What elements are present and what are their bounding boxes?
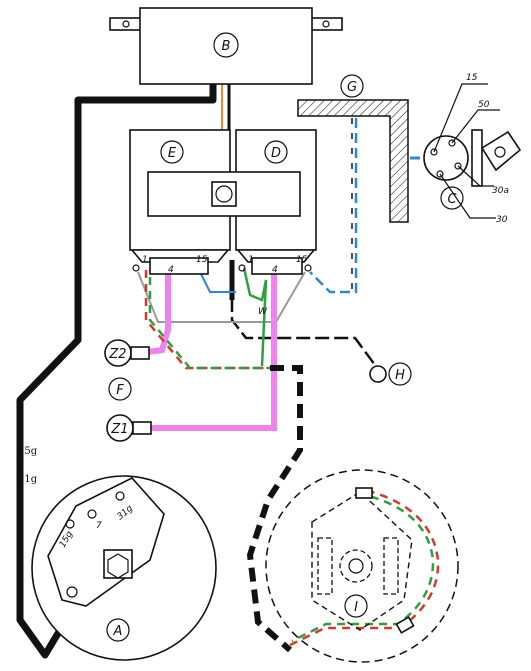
side-legend: 15g 7 31g [18,446,38,485]
e-terminal-1: 1 [142,255,148,265]
coil-bracket [147,171,301,217]
switch-terminal-30: 30 [496,215,508,225]
label-f: F [116,383,124,398]
green-wire-d [242,267,268,367]
label-g: G [347,80,357,95]
black-main-cable [16,84,217,659]
label-d: D [271,146,281,161]
a-terminal-7: 7 [96,521,102,531]
green-red-arc-i-b [291,495,435,643]
wires [16,84,440,659]
label-h: H [395,368,405,383]
component-h: H [369,362,412,386]
e-terminal-4: 4 [168,265,174,275]
component-g: G [297,74,409,223]
blue-wire-e-15 [199,271,236,293]
label-c: C [447,192,457,207]
d-terminal-15: 15 [296,255,308,265]
legend-15g: 15g [18,446,38,457]
label-e: E [168,146,177,161]
label-z1: Z1 [110,422,128,437]
green-red-wire-e [144,270,270,370]
pink-wire-z2 [147,272,171,355]
green-red-arc-i [289,490,440,647]
component-a: 15g 7 31g A [31,475,217,661]
black-dashed-cable-i [246,365,303,653]
switch-terminal-50: 50 [478,100,490,110]
d-terminal-4: 4 [272,265,278,275]
d-terminal-1: 1 [248,255,254,265]
wire-tag: W [258,307,268,317]
label-i: I [354,600,358,615]
switch-terminal-30a: 30a [492,186,509,196]
connector-z1: Z1 [106,414,152,442]
legend-31g: 31g [18,474,38,485]
connector-z2: Z2 [104,339,150,367]
blue-dashed-wire [309,118,358,294]
grey-wire-e-d [137,271,306,323]
component-b: B [109,7,343,85]
label-f-group: F [108,377,132,401]
switch-terminal-15: 15 [466,73,478,83]
component-i: I [265,469,459,663]
e-terminal-15: 15 [196,255,208,265]
label-z2: Z2 [108,347,126,362]
component-c: C 15 50 30a 30 [423,73,522,225]
green-red-wire-e-b [148,270,270,370]
pink-wire-z1 [150,272,277,431]
label-a: A [113,624,123,639]
label-b: B [222,39,231,54]
legend-7: 7 [18,460,24,471]
